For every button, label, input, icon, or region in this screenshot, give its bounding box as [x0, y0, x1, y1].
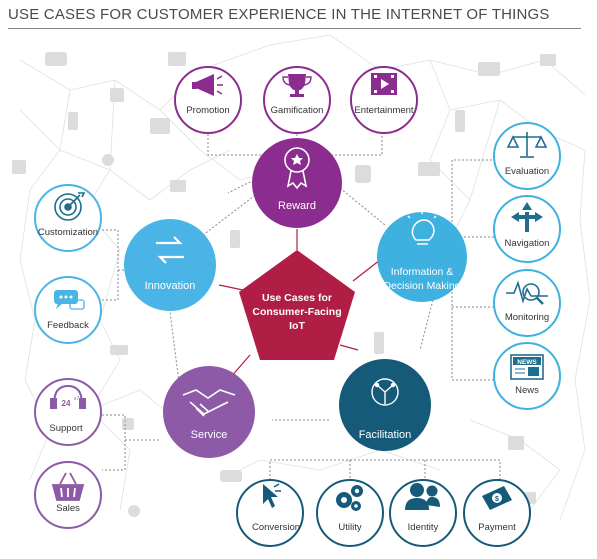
traffic-light-icon — [455, 110, 465, 132]
meter-icon — [12, 160, 26, 174]
leaf-gamification[interactable]: Gamification — [263, 66, 331, 134]
basket-small-icon — [540, 54, 556, 66]
leaf-connectors — [102, 134, 501, 480]
hub-information[interactable]: Information & Decision Making — [377, 211, 467, 302]
plane-icon — [110, 345, 128, 355]
speech-bubbles-icon — [54, 290, 85, 310]
leaf-navigation[interactable]: Navigation — [493, 195, 561, 263]
house-icon — [168, 52, 186, 66]
leaf-entertainment-label: Entertainment — [354, 105, 414, 116]
handshake-icon — [182, 389, 236, 417]
scales-icon — [506, 132, 548, 158]
newspaper-icon: NEWS — [510, 354, 544, 380]
leaf-payment[interactable]: $ Payment — [463, 479, 531, 547]
leaf-news-label: News — [515, 385, 539, 396]
background-device-icons — [12, 52, 556, 517]
hub-innovation-label: Innovation — [145, 280, 196, 292]
mail-icon — [170, 180, 186, 192]
leaf-sales-label: Sales — [56, 503, 80, 514]
hub-service-label: Service — [191, 429, 228, 441]
target-icon — [54, 192, 86, 221]
leaf-evaluation-label: Evaluation — [505, 166, 549, 177]
phone-small-icon — [374, 332, 384, 354]
laptop-icon — [478, 62, 500, 76]
page-title: USE CASES FOR CUSTOMER EXPERIENCE IN THE… — [8, 6, 550, 23]
users-icon — [405, 483, 440, 510]
center-label-line2: Consumer-Facing — [252, 306, 341, 318]
leaf-navigation-label: Navigation — [505, 238, 550, 249]
gears-icon — [336, 485, 363, 511]
leaf-conversion[interactable]: Conversion — [236, 479, 304, 547]
leaf-customization-label: Customization — [38, 227, 98, 238]
trophy-icon — [282, 74, 312, 97]
signpost-arrows-icon — [511, 202, 543, 232]
leaf-news[interactable]: NEWS News — [493, 342, 561, 410]
hub-innovation[interactable]: Innovation — [124, 219, 216, 311]
leaf-support-label: Support — [49, 423, 83, 434]
leaf-identity-label: Identity — [408, 522, 439, 533]
medal-icon — [284, 147, 310, 190]
train-icon — [355, 165, 371, 183]
dog-icon — [110, 88, 124, 102]
center-label-line1: Use Cases for — [262, 292, 332, 304]
tv-icon — [150, 118, 170, 134]
support-badge-sup: x7 — [74, 396, 80, 402]
leaf-monitoring-label: Monitoring — [505, 312, 549, 323]
leaf-feedback[interactable]: Feedback — [34, 276, 102, 344]
leaf-promotion-label: Promotion — [186, 105, 229, 116]
shopping-basket-icon — [51, 472, 85, 501]
bulb-icon — [102, 154, 114, 166]
cursor-arrow-icon — [263, 483, 281, 508]
hub-information-label-1: Information & — [391, 266, 453, 278]
title-divider — [8, 28, 581, 29]
leaf-monitoring[interactable]: Monitoring — [493, 269, 561, 337]
car-small-icon — [220, 470, 242, 482]
drone-icon — [122, 418, 134, 430]
leaf-evaluation[interactable]: Evaluation — [493, 122, 561, 190]
film-icon — [371, 73, 397, 95]
center-pentagon: Use Cases for Consumer-Facing IoT — [239, 250, 355, 360]
center-label-line3: IoT — [289, 320, 305, 332]
leaf-entertainment[interactable]: Entertainment — [350, 66, 418, 134]
leaf-support[interactable]: 24 x7 Support — [34, 378, 102, 446]
leaf-utility[interactable]: Utility — [316, 479, 384, 547]
hub-facilitation-label: Facilitation — [359, 429, 412, 441]
phone-icon — [68, 112, 78, 130]
headset-icon: 24 x7 — [50, 384, 86, 409]
lightbulb-icon — [407, 211, 437, 245]
leaf-sales[interactable]: Sales — [34, 461, 102, 529]
refresh-arrows-icon — [156, 236, 184, 264]
dog-small-icon — [508, 436, 524, 450]
leaf-customization[interactable]: Customization — [34, 184, 102, 252]
hub-facilitation[interactable]: Facilitation — [339, 359, 431, 451]
bottle-icon — [230, 230, 240, 248]
leaf-conversion-label: Conversion — [252, 522, 300, 533]
pulse-magnifier-icon — [506, 280, 548, 305]
car-icon — [45, 52, 67, 66]
hub-information-label-2: Decision Making — [383, 280, 460, 292]
circuit-globe-icon — [371, 378, 399, 406]
hub-reward[interactable]: Reward — [252, 138, 342, 228]
leaf-gamification-label: Gamification — [271, 105, 324, 116]
leaf-utility-label: Utility — [338, 522, 361, 533]
leaf-identity[interactable]: Identity — [389, 479, 457, 547]
leaf-feedback-label: Feedback — [47, 320, 89, 331]
hub-service[interactable]: Service — [163, 366, 255, 458]
megaphone-icon — [192, 74, 223, 96]
leaf-payment-label: Payment — [478, 522, 516, 533]
bulb-small-icon — [128, 505, 140, 517]
support-badge: 24 — [62, 399, 71, 408]
svg-text:$: $ — [495, 496, 499, 503]
news-badge: NEWS — [517, 359, 537, 366]
leaf-promotion[interactable]: Promotion — [174, 66, 242, 134]
hub-reward-label: Reward — [278, 200, 316, 212]
buildings-icon — [418, 162, 440, 176]
dollar-card-icon: $ — [482, 486, 512, 510]
